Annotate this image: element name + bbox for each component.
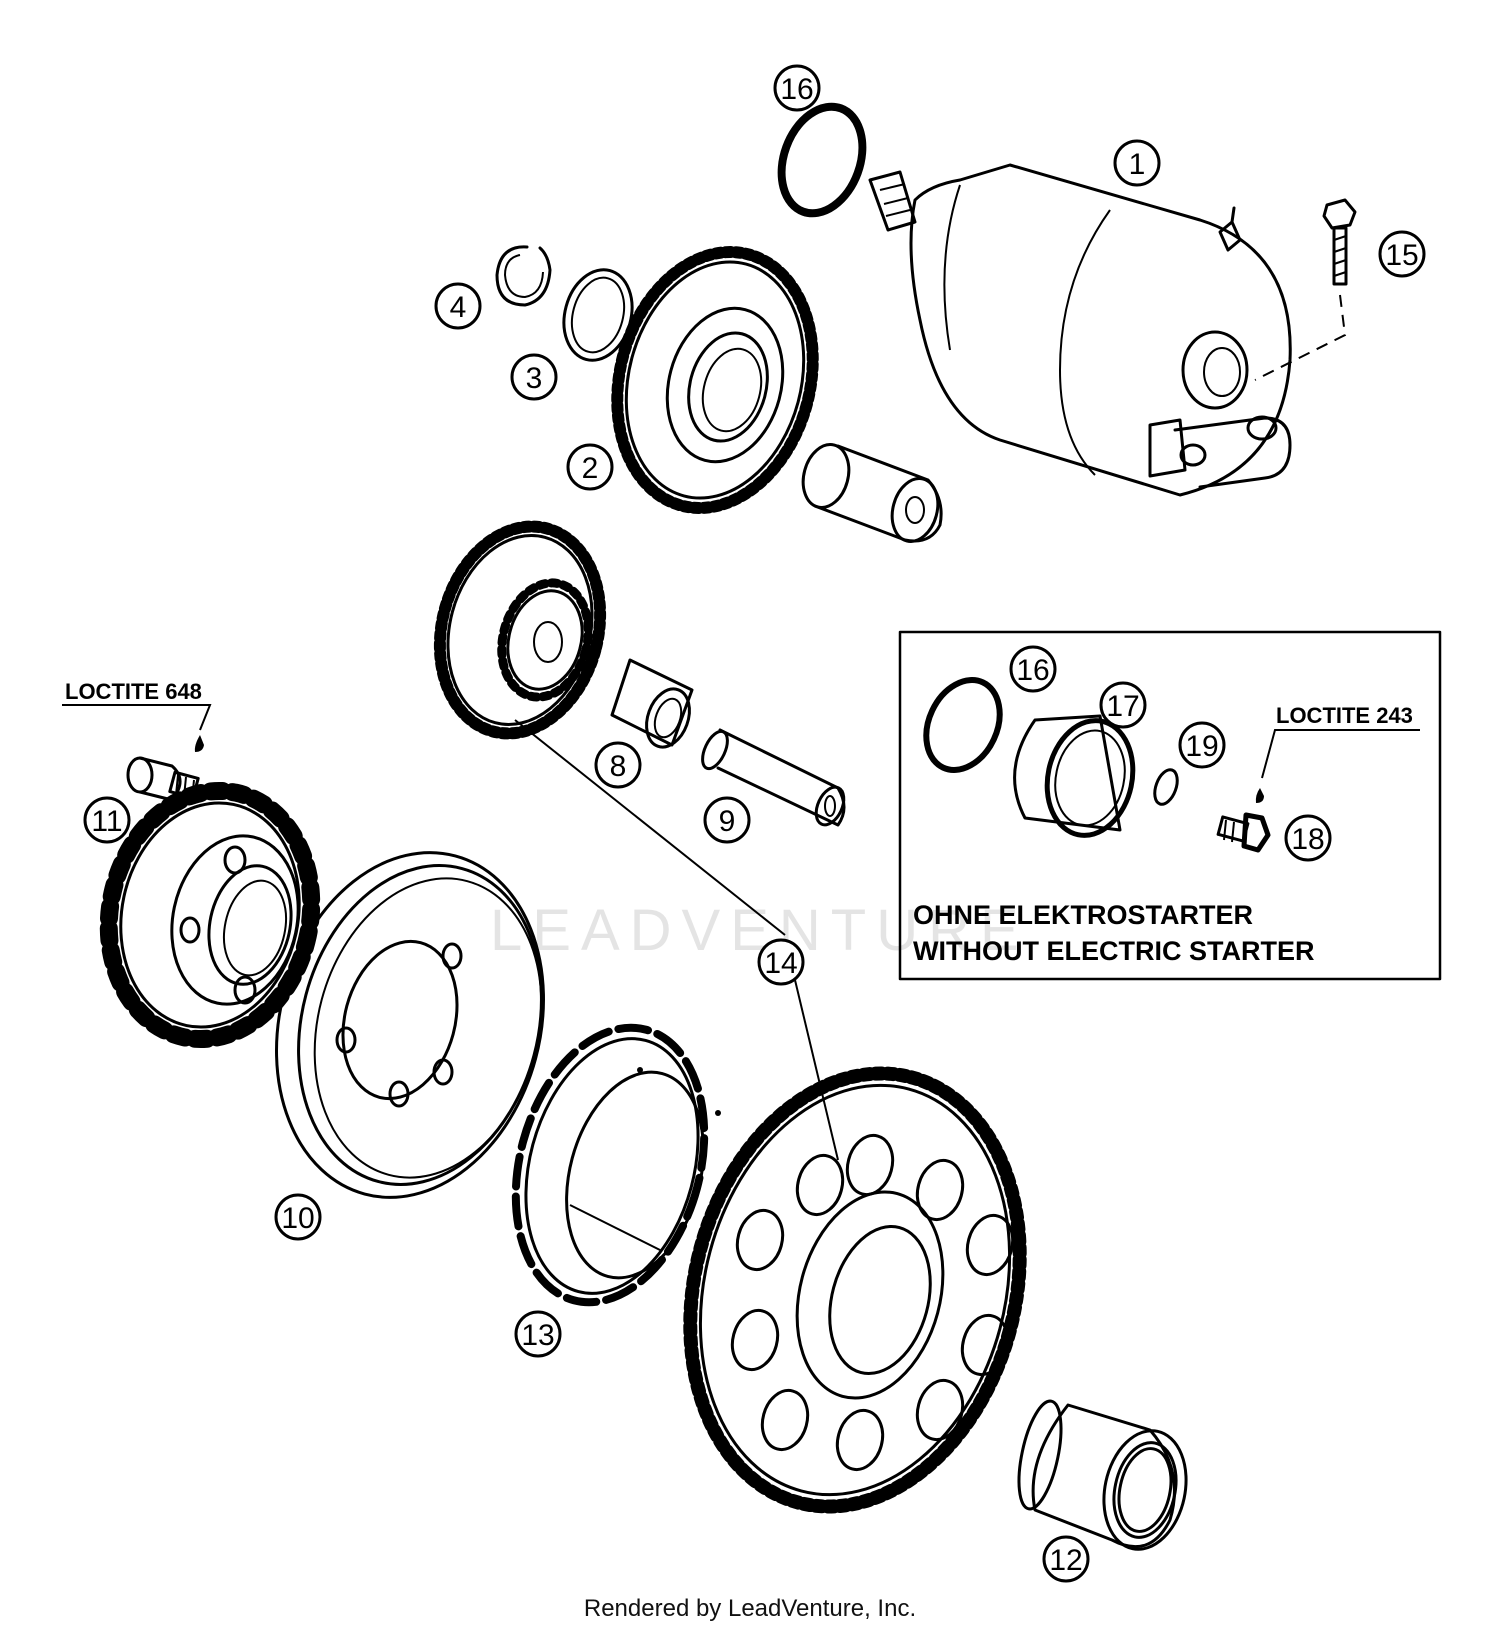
svg-text:16: 16 [780, 73, 813, 106]
callout-14: 14 [757, 938, 805, 986]
svg-text:4: 4 [450, 291, 467, 324]
svg-text:9: 9 [719, 805, 736, 838]
callout-10: 10 [274, 1193, 322, 1241]
callout-16-top: 16 [773, 64, 821, 112]
callout-12: 12 [1042, 1535, 1090, 1583]
callout-16-inset: 16 [1009, 645, 1057, 693]
svg-text:13: 13 [521, 1319, 554, 1352]
plug-part-17 [1013, 714, 1136, 838]
callout-8: 8 [594, 741, 642, 789]
callout-3: 3 [510, 353, 558, 401]
flywheel-part-10 [275, 851, 545, 1199]
footer-credit: Rendered by LeadVenture, Inc. [584, 1595, 916, 1622]
loctite-243-label: LOCTITE 243 [1261, 703, 1420, 779]
inset-without-starter: OHNE ELEKTROSTARTER WITHOUT ELECTRIC STA… [898, 630, 1442, 981]
shaft-part-9 [701, 728, 846, 827]
needle-bearing-part-8 [610, 658, 694, 749]
idler-gear-part-2 [611, 246, 819, 514]
bearing-part-12 [1017, 1399, 1188, 1551]
svg-text:12: 12 [1049, 1544, 1082, 1577]
screw-part-18 [1216, 788, 1271, 853]
o-ring-part-16-inset [923, 677, 1003, 773]
svg-text:LOCTITE 648: LOCTITE 648 [65, 679, 202, 704]
callout-9: 9 [703, 796, 751, 844]
svg-text:2: 2 [582, 452, 599, 485]
svg-text:8: 8 [610, 750, 627, 783]
ring-gear-part-14 [683, 1066, 1027, 1514]
leader-14-upper [514, 719, 786, 936]
svg-text:10: 10 [281, 1202, 314, 1235]
o-ring-part-16 [777, 102, 867, 218]
leader-14-lower [794, 979, 839, 1161]
svg-text:11: 11 [91, 805, 122, 838]
svg-text:15: 15 [1385, 239, 1418, 272]
callout-19: 19 [1178, 721, 1226, 769]
inset-title-en: WITHOUT ELECTRIC STARTER [913, 936, 1314, 966]
starter-motor-part-1 [868, 163, 1292, 497]
callout-18: 18 [1284, 814, 1332, 862]
screw-part-15 [1254, 198, 1357, 381]
svg-text:18: 18 [1291, 823, 1324, 856]
svg-text:3: 3 [526, 362, 543, 395]
callout-4: 4 [434, 282, 482, 330]
svg-text:LOCTITE 243: LOCTITE 243 [1276, 703, 1413, 728]
sleeve-bushing [801, 443, 943, 543]
callout-15: 15 [1378, 230, 1426, 278]
watermark: LEADVENTURE [490, 898, 1029, 963]
svg-text:1: 1 [1129, 148, 1146, 181]
svg-text:14: 14 [764, 947, 797, 980]
callout-11: 11 [83, 796, 131, 844]
callout-13: 13 [514, 1310, 562, 1358]
callout-2: 2 [566, 443, 614, 491]
inset-title-de: OHNE ELEKTROSTARTER [913, 900, 1253, 930]
callout-17: 17 [1099, 681, 1147, 729]
svg-text:16: 16 [1016, 654, 1049, 687]
freewheel-part-13 [511, 1023, 721, 1307]
washer-part-19 [1153, 768, 1179, 806]
loctite-648-label: LOCTITE 648 [62, 679, 212, 731]
svg-text:19: 19 [1185, 730, 1218, 763]
double-gear-part-14 [433, 520, 607, 740]
circlip-part-4 [495, 245, 552, 307]
svg-text:17: 17 [1106, 690, 1139, 723]
callout-1: 1 [1113, 139, 1161, 187]
